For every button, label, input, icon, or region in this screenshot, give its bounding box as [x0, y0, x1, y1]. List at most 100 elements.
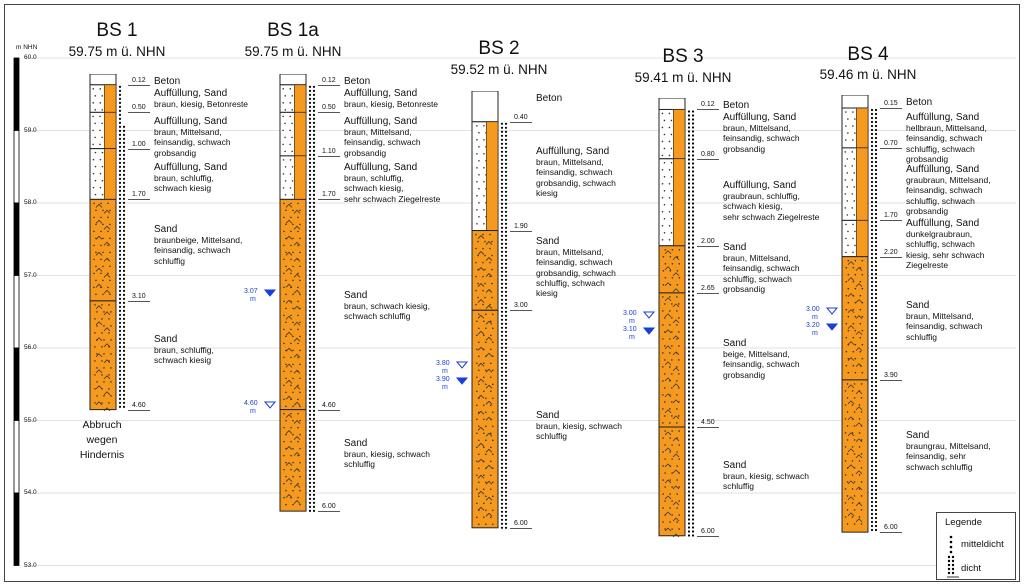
layer-line: braun, kiesig, schwach [536, 421, 622, 431]
groundwater-depth: 4.60 [244, 400, 258, 407]
layer-line: grobsandig [723, 143, 766, 154]
depth-label: 1.90 [514, 222, 528, 230]
layer-line: feinsandig, schwach [906, 185, 983, 196]
layer-line: braun, kiesig, Betonreste [344, 99, 439, 109]
depth-tick [510, 121, 532, 123]
depth-tick [128, 300, 150, 302]
depth-label: 0.12 [322, 76, 336, 84]
depth-tick [880, 108, 902, 110]
layer-line: braun, schluffig, [154, 173, 214, 183]
depth-label: 1.00 [132, 140, 146, 148]
groundwater-unit: m [812, 314, 818, 321]
depth-label: 2.00 [701, 237, 715, 245]
axis-tick-label: 55.0 [24, 416, 37, 424]
groundwater-depth: 3.00 [623, 310, 637, 317]
layer-head: Sand [536, 410, 560, 421]
depth-label: 6.00 [884, 524, 898, 532]
layer-head: Auffüllung, Sand [154, 116, 228, 127]
depth-tick [510, 527, 532, 529]
depth-label: 1.70 [884, 212, 898, 220]
depth-tick [697, 158, 719, 160]
borehole-column [841, 95, 878, 533]
layer-line: schluffig [154, 255, 186, 266]
layer-line: braun, kiesig, Betonreste [154, 99, 249, 109]
axis-tick-label: 59.0 [24, 126, 37, 134]
depth-label: 3.10 [132, 292, 146, 300]
layer-head: Sand [723, 460, 747, 471]
water-level-filled-icon [643, 327, 655, 335]
layer-line: graubraun, schluffig, [723, 191, 800, 201]
borehole-elevation: 59.75 m ü. NHN [244, 44, 342, 59]
layer-label-top: Beton [154, 76, 180, 87]
depth-label: 1.70 [322, 191, 336, 199]
layer-line: schwach schluffig [344, 311, 411, 322]
depth-label: 4.60 [322, 401, 336, 409]
depth-label: 2.65 [701, 284, 715, 292]
layer-line: feinsandig, schwach [906, 133, 983, 144]
groundwater-unit: m [629, 318, 635, 325]
layer-line: feinsandig, schwach [723, 133, 800, 144]
layer-line: braun, Mittelsand, [536, 157, 604, 167]
depth-tick [318, 155, 340, 157]
bs1-abort-note: Abbruch wegen Hindernis [62, 418, 142, 463]
depth-label: 3.90 [884, 371, 898, 379]
borehole-title: BS 4 [847, 44, 889, 65]
layer-line: schluffig, schwach [906, 195, 975, 206]
groundwater-unit: m [250, 408, 256, 415]
layer-line: feinsandig, schwach [344, 137, 421, 148]
borehole-column [279, 74, 316, 512]
layer-head: Beton [723, 100, 750, 111]
layer-line: feinsandig, schwach [154, 245, 231, 256]
borehole-elevation: 59.41 m ü. NHN [634, 70, 732, 85]
layer-head: Beton [154, 76, 181, 87]
depth-label: 0.50 [322, 104, 336, 112]
depth-tick [128, 84, 150, 86]
layer-line: braun, Mittelsand, [723, 123, 791, 133]
water-level-filled-icon [264, 401, 276, 409]
depth-tick [318, 409, 340, 411]
layer-line: feinsandig, schwach [723, 359, 800, 370]
depth-label: 6.00 [514, 519, 528, 527]
axis-tick-label: 54.0 [24, 489, 37, 496]
layer-head: Sand [154, 334, 178, 345]
depth-tick [318, 112, 340, 114]
layer-head: Sand [723, 242, 747, 253]
groundwater-unit: m [629, 334, 635, 341]
layer-line: hellbraun, Mittelsand, [906, 123, 987, 133]
layer-head: Sand [536, 236, 560, 247]
depth-tick [697, 427, 719, 429]
groundwater-unit: m [812, 330, 818, 337]
axis-tick-label: 56.0 [24, 344, 37, 351]
layer-line: feinsandig, schwach [536, 167, 613, 178]
layer-label-top: Beton [344, 76, 370, 87]
depth-label: 2.20 [884, 248, 898, 256]
layer-label-top: Beton [906, 97, 932, 108]
layer-line: Ziegelreste [906, 259, 949, 270]
depth-tick [128, 409, 150, 411]
layer-line: kiesig, sehr schwach [906, 249, 985, 260]
layer-line: braun, schluffig, [344, 173, 404, 183]
layer-line: grobsandig [723, 283, 766, 294]
layer-line: schluffig [536, 431, 568, 442]
layer-head: Auffüllung, Sand [906, 112, 980, 123]
layer-head: Auffüllung, Sand [344, 116, 418, 127]
layer-head: Sand [723, 338, 747, 349]
groundwater-depth: 3.20 [806, 322, 820, 329]
layer-line: schluffig, schwach [536, 277, 605, 288]
layer-head: Auffüllung, Sand [723, 180, 797, 191]
water-level-open-icon [826, 307, 838, 315]
depth-tick [880, 379, 902, 381]
